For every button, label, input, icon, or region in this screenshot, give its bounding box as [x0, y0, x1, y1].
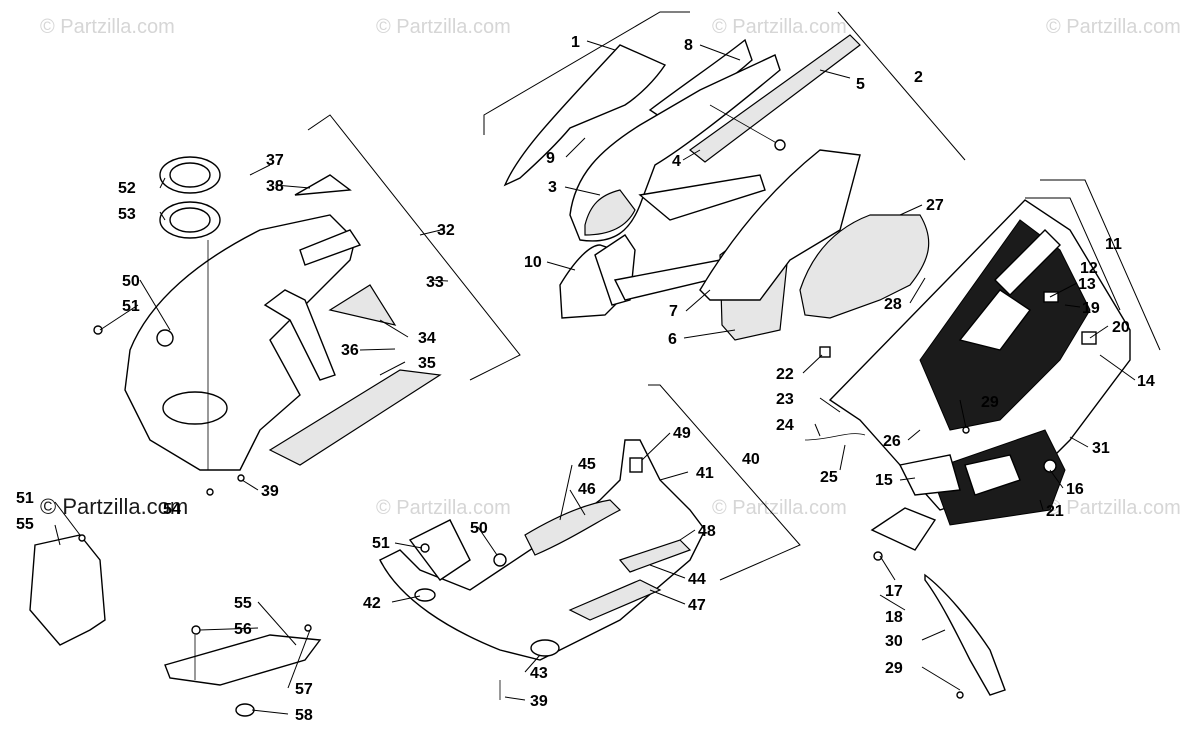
- callout-14: 14: [1137, 373, 1155, 390]
- callout-51b: 51: [372, 535, 390, 552]
- callout-9: 9: [546, 150, 555, 167]
- callout-41: 41: [696, 465, 714, 482]
- callout-27: 27: [926, 197, 944, 214]
- callout-32: 32: [437, 222, 455, 239]
- callout-6: 6: [668, 331, 677, 348]
- callout-45: 45: [578, 456, 596, 473]
- callout-26: 26: [883, 433, 901, 450]
- callout-55: 55: [16, 516, 34, 533]
- callout-40: 40: [742, 451, 760, 468]
- callout-8: 8: [684, 37, 693, 54]
- callout-17: 17: [885, 583, 903, 600]
- callout-10: 10: [524, 254, 542, 271]
- watermark-top-right: © Partzilla.com: [1046, 16, 1181, 38]
- small-panels: [29, 534, 322, 717]
- leader-lines: [54, 40, 1136, 715]
- callout-47: 47: [688, 597, 706, 614]
- callout-52: 52: [118, 180, 136, 197]
- callout-25: 25: [820, 469, 838, 486]
- callout-22: 22: [776, 366, 794, 383]
- callout-55b: 55: [234, 595, 252, 612]
- callout-56: 56: [234, 621, 252, 638]
- callout-16: 16: [1066, 481, 1084, 498]
- callout-39: 39: [261, 483, 279, 500]
- callout-44: 44: [688, 571, 706, 588]
- callout-19: 19: [1082, 300, 1100, 317]
- callout-4: 4: [672, 153, 681, 170]
- callout-21: 21: [1046, 503, 1064, 520]
- callout-15: 15: [875, 472, 893, 489]
- callout-38: 38: [266, 178, 284, 195]
- callout-29b: 29: [885, 660, 903, 677]
- callout-51: 51: [122, 298, 140, 315]
- callout-54: 54: [163, 501, 181, 518]
- watermark-top-center-right: © Partzilla.com: [712, 16, 847, 38]
- callout-43: 43: [530, 665, 548, 682]
- callout-1: 1: [571, 34, 580, 51]
- callout-46: 46: [578, 481, 596, 498]
- callout-57: 57: [295, 681, 313, 698]
- callout-34: 34: [418, 330, 436, 347]
- callout-48: 48: [698, 523, 716, 540]
- callout-30: 30: [885, 633, 903, 650]
- callout-33: 33: [426, 274, 444, 291]
- watermark-mid-center-right: © Partzilla.com: [712, 497, 847, 519]
- watermark-mid-center-left: © Partzilla.com: [376, 497, 511, 519]
- watermark-top-left: © Partzilla.com: [40, 16, 175, 38]
- callout-28: 28: [884, 296, 902, 313]
- callout-3: 3: [548, 179, 557, 196]
- callout-7: 7: [669, 303, 678, 320]
- callout-51c: 51: [16, 490, 34, 507]
- callout-18: 18: [885, 609, 903, 626]
- callout-42: 42: [363, 595, 381, 612]
- callout-39b: 39: [530, 693, 548, 710]
- callout-24: 24: [776, 417, 794, 434]
- callout-53: 53: [118, 206, 136, 223]
- callout-29: 29: [981, 394, 999, 411]
- callout-11: 11: [1105, 236, 1122, 253]
- callout-50: 50: [122, 273, 140, 290]
- callout-23: 23: [776, 391, 794, 408]
- callout-58: 58: [295, 707, 313, 724]
- callout-13: 13: [1078, 276, 1096, 293]
- callout-31: 31: [1092, 440, 1110, 457]
- callout-50b: 50: [470, 520, 488, 537]
- side-panel-assembly: [799, 179, 1161, 699]
- watermark-top-center-left: © Partzilla.com: [376, 16, 511, 38]
- console-assembly: [93, 114, 521, 496]
- watermark-mid-right: © Partzilla.com: [1046, 497, 1181, 519]
- callout-35: 35: [418, 355, 436, 372]
- belly-pan-assembly: [379, 384, 801, 700]
- callout-37: 37: [266, 152, 284, 169]
- callout-49: 49: [673, 425, 691, 442]
- hood-assembly: [483, 11, 966, 341]
- callout-numbers: 1 2 3 4 5 6 7 8 9 10 11 12 13 14 15 16 1…: [16, 34, 1155, 724]
- callout-12: 12: [1080, 260, 1098, 277]
- callout-2: 2: [914, 69, 923, 86]
- callout-36: 36: [341, 342, 359, 359]
- callout-5: 5: [856, 76, 865, 93]
- callout-20: 20: [1112, 319, 1130, 336]
